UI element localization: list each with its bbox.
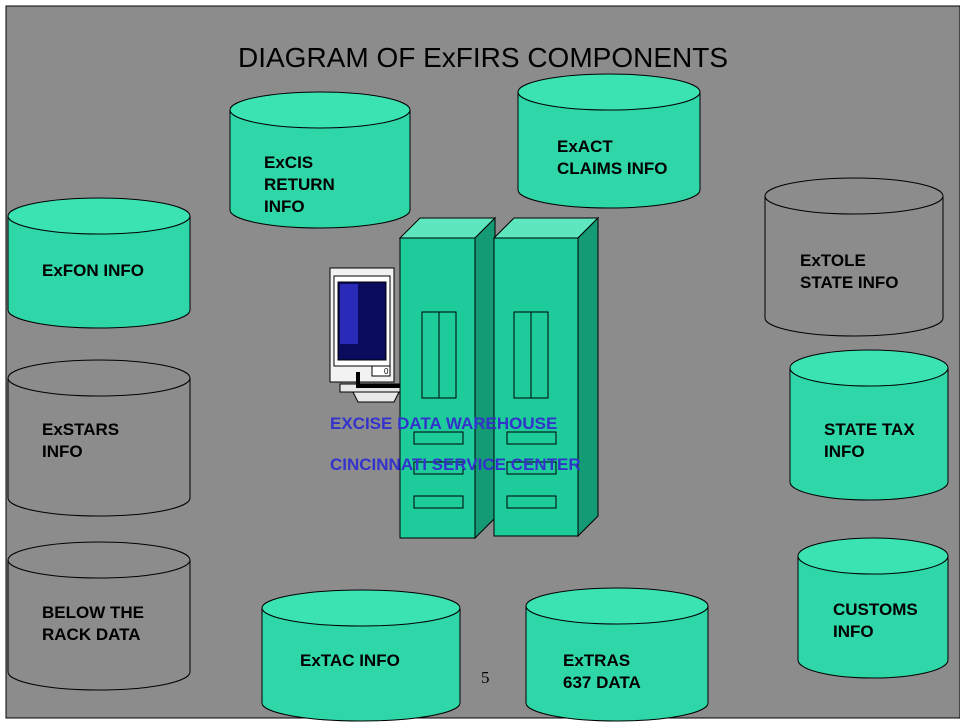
service-center-label: CINCINNATI SERVICE CENTER	[330, 455, 581, 474]
computer-monitor-icon: 0	[329, 267, 403, 403]
page-number: 5	[481, 668, 490, 687]
warehouse-label: EXCISE DATA WAREHOUSE	[330, 414, 558, 433]
exact-cylinder	[517, 73, 701, 209]
state-tax-cylinder	[789, 349, 949, 501]
extac-label: ExTAC INFO	[300, 651, 400, 670]
exstars-cylinder	[7, 359, 191, 517]
extole-label: ExTOLE STATE INFO	[800, 251, 899, 293]
extole-cylinder	[764, 177, 944, 337]
customs-label: CUSTOMS INFO	[833, 600, 918, 642]
exfon-label: ExFON INFO	[42, 261, 145, 280]
excis-label: ExCIS RETURN INFO	[264, 153, 335, 217]
exact-label: ExACT CLAIMS INFO	[557, 137, 668, 179]
state-tax-label: STATE TAX INFO	[824, 420, 915, 462]
customs-cylinder	[797, 537, 949, 679]
extras-cylinder	[525, 587, 709, 722]
diagram-title: DIAGRAM OF ExFIRS COMPONENTS	[237, 42, 729, 73]
exfon-cylinder	[7, 197, 191, 329]
extras-label: ExTRAS 637 DATA	[563, 651, 641, 693]
below-rack-label: BELOW THE RACK DATA	[42, 603, 144, 645]
below-rack-cylinder	[7, 541, 191, 691]
exstars-label: ExSTARS INFO	[42, 420, 120, 462]
svg-text:0: 0	[384, 367, 389, 376]
extac-cylinder	[261, 589, 461, 722]
server-tower-right	[492, 216, 600, 538]
server-tower-left	[398, 216, 497, 540]
excis-cylinder	[229, 91, 411, 229]
